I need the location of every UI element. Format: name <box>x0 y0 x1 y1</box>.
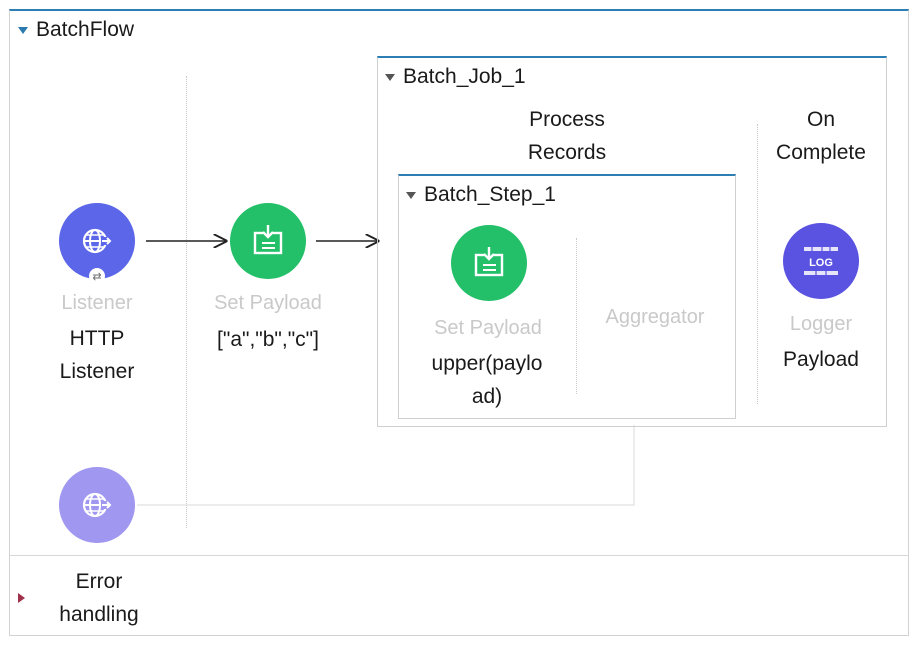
globe-arrow-icon <box>82 228 112 254</box>
set-payload-node[interactable] <box>230 203 306 279</box>
collapse-caret-icon[interactable] <box>18 26 28 34</box>
batch-job-title: Batch_Job_1 <box>403 65 526 88</box>
set-payload-value: ["a","b","c"] <box>217 328 319 351</box>
set-payload-type-label: Set Payload <box>214 292 322 314</box>
divider <box>757 124 758 404</box>
batch-step-title: Batch_Step_1 <box>424 183 556 206</box>
error-path-line <box>137 425 635 506</box>
error-handling-divider <box>9 555 909 556</box>
divider <box>186 76 187 528</box>
logger-node[interactable]: LOG <box>783 223 859 299</box>
logger-type-label: Logger <box>789 313 853 335</box>
error-handling-label[interactable]: Error handling <box>59 570 139 626</box>
set-payload-value: upper(paylo ad) <box>431 352 543 408</box>
set-payload-node[interactable] <box>451 225 527 301</box>
listener-node[interactable] <box>59 203 135 279</box>
divider <box>576 238 577 394</box>
logger-icon: LOG <box>804 247 838 275</box>
batch-flow-container <box>9 9 909 636</box>
batch-job-header[interactable]: Batch_Job_1 <box>385 65 526 89</box>
error-source-node[interactable] <box>59 467 135 543</box>
collapse-caret-icon[interactable] <box>406 191 416 199</box>
batch-job-container[interactable] <box>377 56 887 427</box>
on-complete-label: On Complete <box>776 108 866 164</box>
aggregator-label[interactable]: Aggregator <box>605 306 705 328</box>
collapse-caret-icon[interactable] <box>385 73 395 81</box>
listener-type-label: Listener <box>61 292 133 314</box>
set-payload-icon <box>253 225 283 255</box>
process-records-label: Process Records <box>527 108 607 164</box>
batch-step-container[interactable] <box>398 174 736 419</box>
listener-name: HTTP Listener <box>59 327 135 383</box>
svg-text:LOG: LOG <box>809 257 833 269</box>
logger-value: Payload <box>783 348 859 371</box>
reconnect-icon: ⇄ <box>89 268 105 284</box>
set-payload-type-label: Set Payload <box>434 317 542 339</box>
batch-step-header[interactable]: Batch_Step_1 <box>406 183 556 207</box>
flow-header[interactable]: BatchFlow <box>18 18 134 42</box>
expand-caret-icon[interactable] <box>18 590 25 608</box>
set-payload-icon <box>474 247 504 277</box>
globe-arrow-icon <box>82 492 112 518</box>
flow-title: BatchFlow <box>36 18 135 41</box>
